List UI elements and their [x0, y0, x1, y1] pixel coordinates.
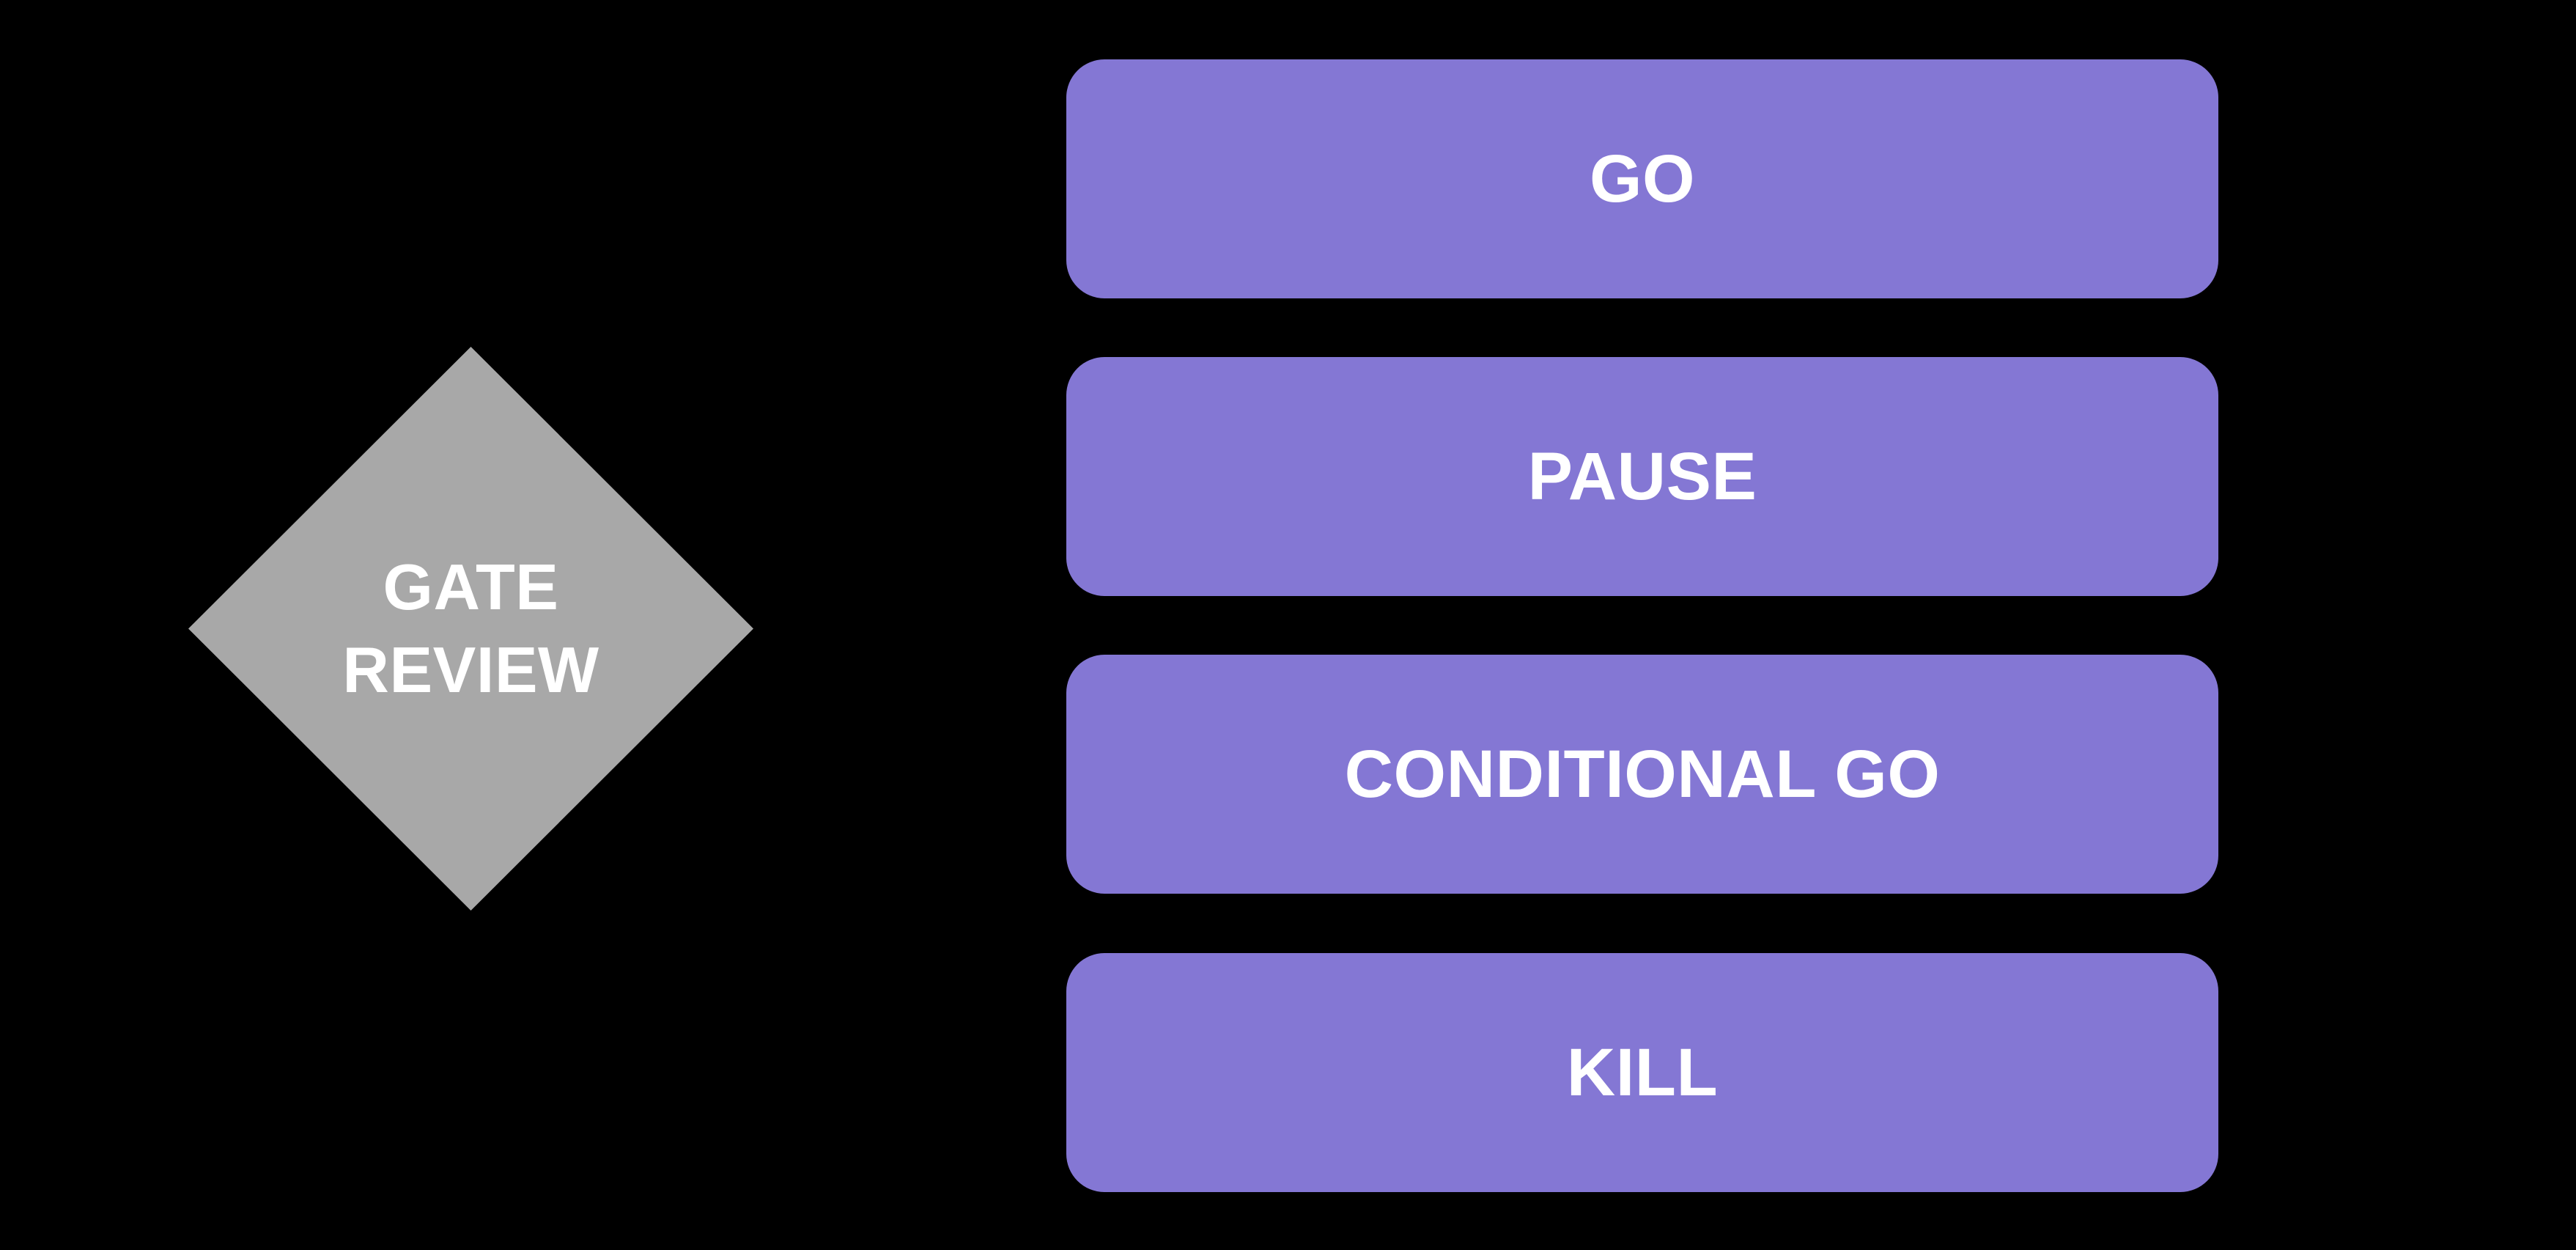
gate-review-decision-node[interactable]: GATE REVIEW	[188, 347, 753, 911]
outcome-box-kill[interactable]: KILL	[1066, 953, 2218, 1192]
outcome-label-go: GO	[1589, 141, 1696, 216]
outcome-box-go[interactable]: GO	[1066, 59, 2218, 298]
outcome-box-conditional-go[interactable]: CONDITIONAL GO	[1066, 655, 2218, 894]
outcome-label-conditional-go: CONDITIONAL GO	[1344, 736, 1941, 812]
diamond-shape	[188, 347, 753, 911]
outcome-box-pause[interactable]: PAUSE	[1066, 357, 2218, 596]
outcome-label-kill: KILL	[1566, 1034, 1719, 1110]
outcome-label-pause: PAUSE	[1527, 438, 1757, 514]
